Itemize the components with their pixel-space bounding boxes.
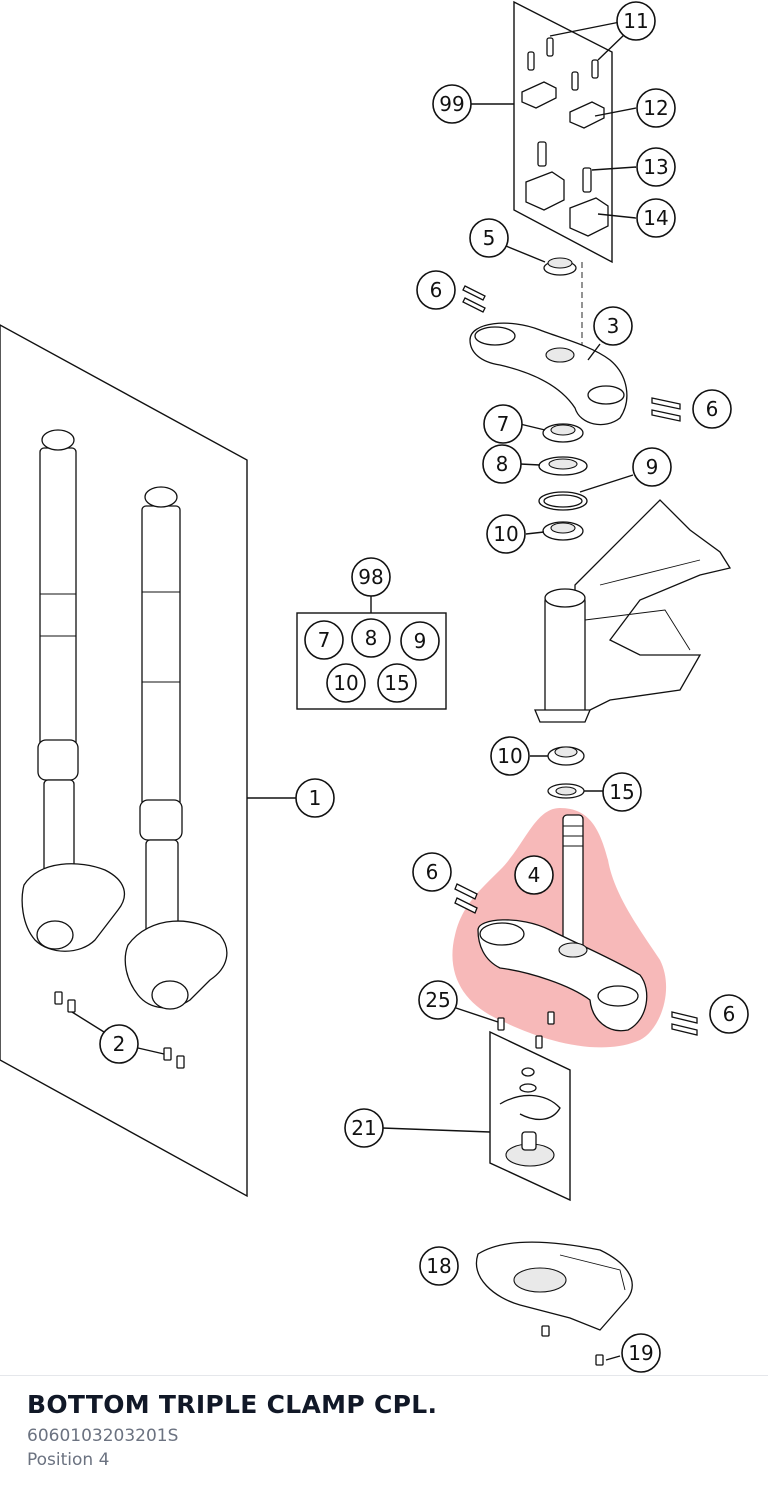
svg-text:6: 6 (430, 278, 443, 302)
svg-text:10: 10 (497, 744, 522, 768)
kit-item-15[interactable]: 15 (377, 663, 417, 703)
callout-2[interactable]: 2 (99, 1024, 139, 1064)
svg-text:10: 10 (493, 522, 518, 546)
kit-item-10[interactable]: 10 (326, 663, 366, 703)
svg-text:7: 7 (497, 412, 510, 436)
svg-text:3: 3 (607, 314, 620, 338)
left-fork-leg (21, 429, 126, 952)
part-position: Position 4 (27, 1450, 110, 1470)
svg-text:21: 21 (351, 1116, 376, 1140)
callout-6-lower-left[interactable]: 6 (412, 852, 452, 892)
callout-6-upper-right[interactable]: 6 (692, 389, 732, 429)
svg-text:9: 9 (414, 629, 427, 653)
svg-text:6: 6 (426, 860, 439, 884)
lower-clamp-bolts (454, 883, 698, 1036)
callout-99[interactable]: 99 (432, 84, 472, 124)
callout-4[interactable]: 4 (514, 855, 554, 895)
svg-text:99: 99 (439, 92, 464, 116)
part-info-panel: BOTTOM TRIPLE CLAMP CPL. 6060103203201S … (0, 1375, 768, 1492)
callout-19[interactable]: 19 (621, 1333, 661, 1373)
kit-item-7[interactable]: 7 (304, 620, 344, 660)
svg-text:1: 1 (309, 786, 322, 810)
callout-6-lower-right[interactable]: 6 (709, 994, 749, 1034)
callout-14[interactable]: 14 (636, 198, 676, 238)
top-nut-part (505, 245, 577, 276)
steering-bearing-stack (519, 423, 634, 541)
callout-1[interactable]: 1 (295, 778, 335, 818)
callout-18[interactable]: 18 (419, 1246, 459, 1286)
screws-25 (455, 1007, 555, 1049)
kit-item-8[interactable]: 8 (351, 618, 391, 658)
callout-12[interactable]: 12 (636, 88, 676, 128)
callout-15[interactable]: 15 (602, 772, 642, 812)
svg-text:6: 6 (723, 1002, 736, 1026)
svg-text:8: 8 (365, 626, 378, 650)
svg-text:19: 19 (628, 1341, 653, 1365)
svg-text:6: 6 (706, 397, 719, 421)
lower-bearing-seal (530, 746, 603, 799)
upper-triple-clamp-part (469, 322, 628, 426)
svg-text:13: 13 (643, 155, 668, 179)
upper-clamp-bolts (462, 285, 486, 313)
svg-text:8: 8 (496, 452, 509, 476)
callout-21[interactable]: 21 (344, 1108, 384, 1148)
svg-text:12: 12 (643, 96, 668, 120)
part-title: BOTTOM TRIPLE CLAMP CPL. (27, 1390, 438, 1419)
callout-7[interactable]: 7 (483, 404, 523, 444)
svg-text:10: 10 (333, 671, 358, 695)
svg-text:2: 2 (113, 1032, 126, 1056)
right-fork-leg (124, 486, 228, 1010)
callout-10-upper[interactable]: 10 (486, 514, 526, 554)
skid-plate-part (475, 1241, 633, 1366)
callout-8[interactable]: 8 (482, 444, 522, 484)
svg-text:25: 25 (425, 988, 450, 1012)
svg-text:98: 98 (358, 565, 383, 589)
callout-6-upper-left[interactable]: 6 (416, 270, 456, 310)
exploded-parts-diagram: 11 99 12 13 14 5 6 3 6 7 8 9 10 98 7 8 9… (0, 0, 749, 1373)
axle-clamp-screws (54, 991, 185, 1069)
callout-25[interactable]: 25 (418, 980, 458, 1020)
svg-text:14: 14 (643, 206, 668, 230)
callout-9[interactable]: 9 (632, 447, 672, 487)
bearing-kit-box (296, 595, 447, 710)
svg-text:15: 15 (609, 780, 634, 804)
handlebar-clamp-parts (521, 37, 609, 237)
callout-11[interactable]: 11 (616, 1, 656, 41)
part-number: 6060103203201S (27, 1426, 179, 1446)
svg-text:18: 18 (426, 1254, 451, 1278)
svg-text:9: 9 (646, 455, 659, 479)
callout-13[interactable]: 13 (636, 147, 676, 187)
svg-text:11: 11 (623, 9, 648, 33)
kit-item-9[interactable]: 9 (400, 621, 440, 661)
front-fork-panel (0, 324, 296, 1198)
callout-3[interactable]: 3 (593, 306, 633, 346)
svg-text:7: 7 (318, 628, 331, 652)
handlebar-clamp-set-panel (470, 0, 637, 264)
callout-98[interactable]: 98 (351, 557, 391, 597)
svg-text:5: 5 (483, 226, 496, 250)
steering-lock-panel (381, 1030, 571, 1202)
bottom-triple-clamp-part[interactable] (477, 814, 648, 1032)
callout-5[interactable]: 5 (469, 218, 509, 258)
upper-clamp-side-bolts (651, 397, 681, 422)
callout-10-lower[interactable]: 10 (490, 736, 530, 776)
frame-steering-head-part (534, 499, 732, 723)
svg-text:15: 15 (384, 671, 409, 695)
svg-text:4: 4 (528, 863, 541, 887)
